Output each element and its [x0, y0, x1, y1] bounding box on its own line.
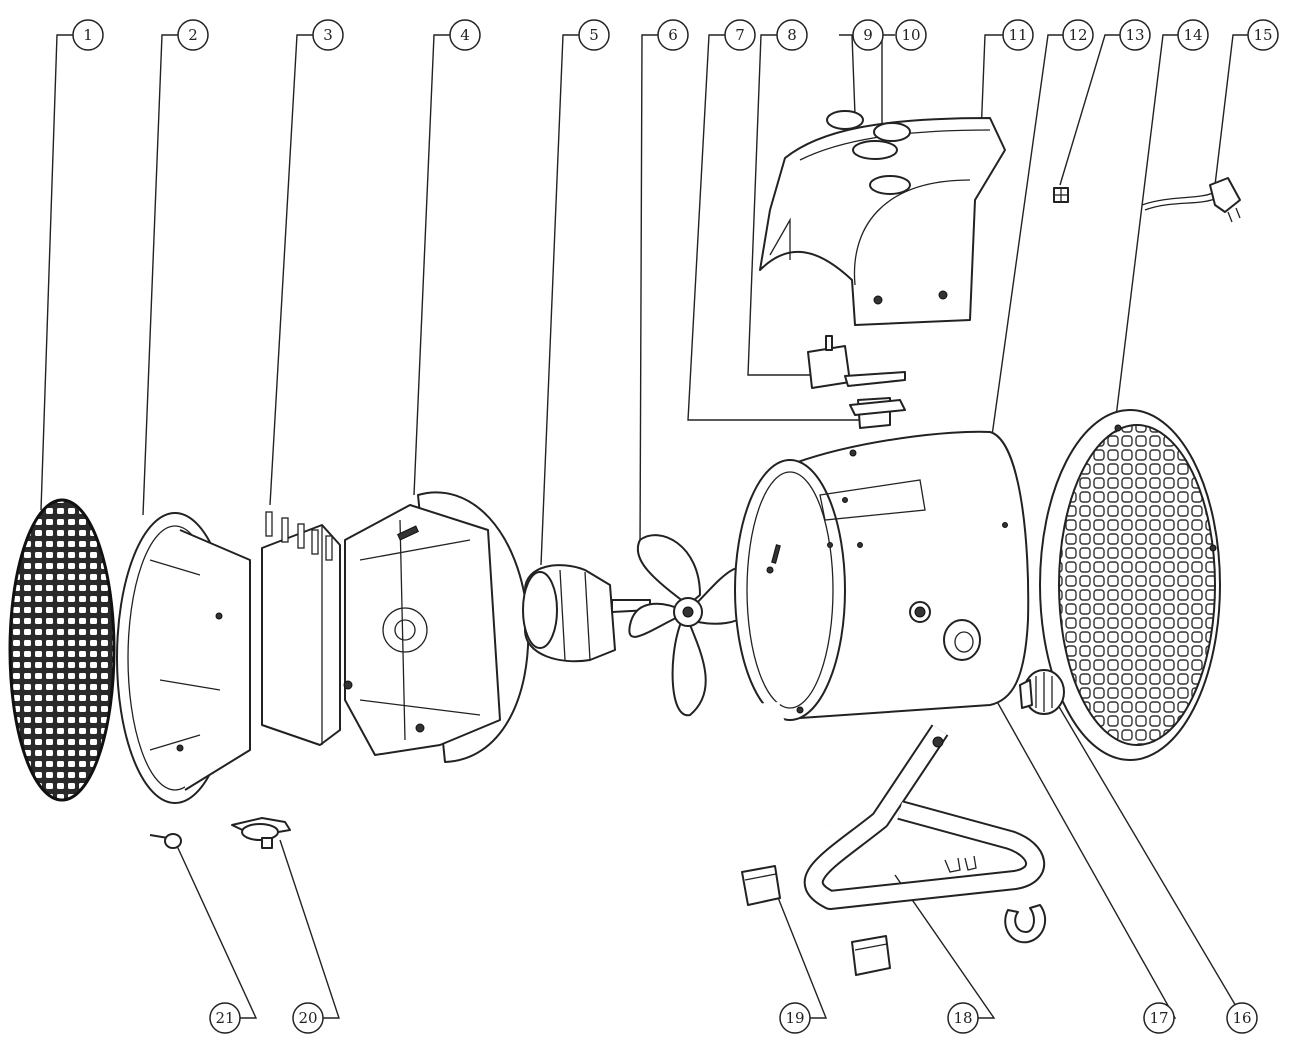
- svg-text:8: 8: [787, 26, 797, 44]
- svg-text:21: 21: [215, 1009, 234, 1027]
- callout-19: 19: [779, 1002, 811, 1034]
- thermostat: [849, 397, 906, 429]
- knob-bushing: [943, 619, 981, 661]
- svg-text:18: 18: [953, 1009, 972, 1027]
- stand-frame: [685, 702, 1045, 910]
- heating-element: [261, 511, 341, 746]
- cylinder-body: [734, 430, 1030, 721]
- callout-14: 14: [1177, 19, 1209, 51]
- callout-5: 5: [578, 19, 610, 51]
- rotary-switch: [807, 335, 906, 389]
- callout-4: 4: [449, 19, 481, 51]
- callout-16: 16: [1226, 1002, 1258, 1034]
- switch-knobs: [826, 110, 911, 142]
- callout-20: 20: [292, 1002, 324, 1034]
- foot-clips: [741, 865, 1047, 976]
- temperature-knob: [1019, 669, 1065, 715]
- callout-10: 10: [895, 19, 927, 51]
- nut: [1053, 187, 1069, 203]
- callout-9: 9: [852, 19, 884, 51]
- callout-2: 2: [177, 19, 209, 51]
- svg-text:19: 19: [785, 1009, 804, 1027]
- svg-text:12: 12: [1068, 26, 1087, 44]
- callout-17: 17: [1143, 1002, 1175, 1034]
- callout-21: 21: [209, 1002, 241, 1034]
- callout-6: 6: [657, 19, 689, 51]
- callout-13: 13: [1119, 19, 1151, 51]
- small-screw: [149, 833, 182, 849]
- svg-text:1: 1: [83, 26, 93, 44]
- svg-text:6: 6: [668, 26, 678, 44]
- svg-text:2: 2: [188, 26, 198, 44]
- leader-lines: [40, 34, 1248, 1019]
- callout-15: 15: [1247, 19, 1279, 51]
- svg-text:15: 15: [1253, 26, 1272, 44]
- top-cover: [759, 117, 1006, 326]
- callout-11: 11: [1002, 19, 1034, 51]
- callout-18: 18: [947, 1002, 979, 1034]
- svg-text:4: 4: [460, 26, 470, 44]
- svg-text:13: 13: [1125, 26, 1144, 44]
- rear-grill: [1039, 409, 1221, 761]
- svg-text:7: 7: [735, 26, 745, 44]
- motor: [522, 564, 651, 663]
- svg-text:3: 3: [323, 26, 333, 44]
- thermal-cutout: [231, 817, 291, 849]
- callout-12: 12: [1062, 19, 1094, 51]
- front-ring-housing: [116, 512, 251, 804]
- front-grill: [8, 498, 116, 802]
- svg-text:5: 5: [589, 26, 599, 44]
- power-cord: [1141, 177, 1241, 223]
- svg-text:10: 10: [901, 26, 920, 44]
- callout-7: 7: [724, 19, 756, 51]
- callout-1: 1: [72, 19, 104, 51]
- svg-text:16: 16: [1232, 1009, 1251, 1027]
- svg-text:17: 17: [1149, 1009, 1168, 1027]
- callout-8: 8: [776, 19, 808, 51]
- svg-text:9: 9: [863, 26, 873, 44]
- svg-text:14: 14: [1183, 26, 1202, 44]
- fan-shroud: [343, 491, 530, 763]
- svg-text:11: 11: [1008, 26, 1027, 44]
- svg-text:20: 20: [298, 1009, 317, 1027]
- callout-3: 3: [312, 19, 344, 51]
